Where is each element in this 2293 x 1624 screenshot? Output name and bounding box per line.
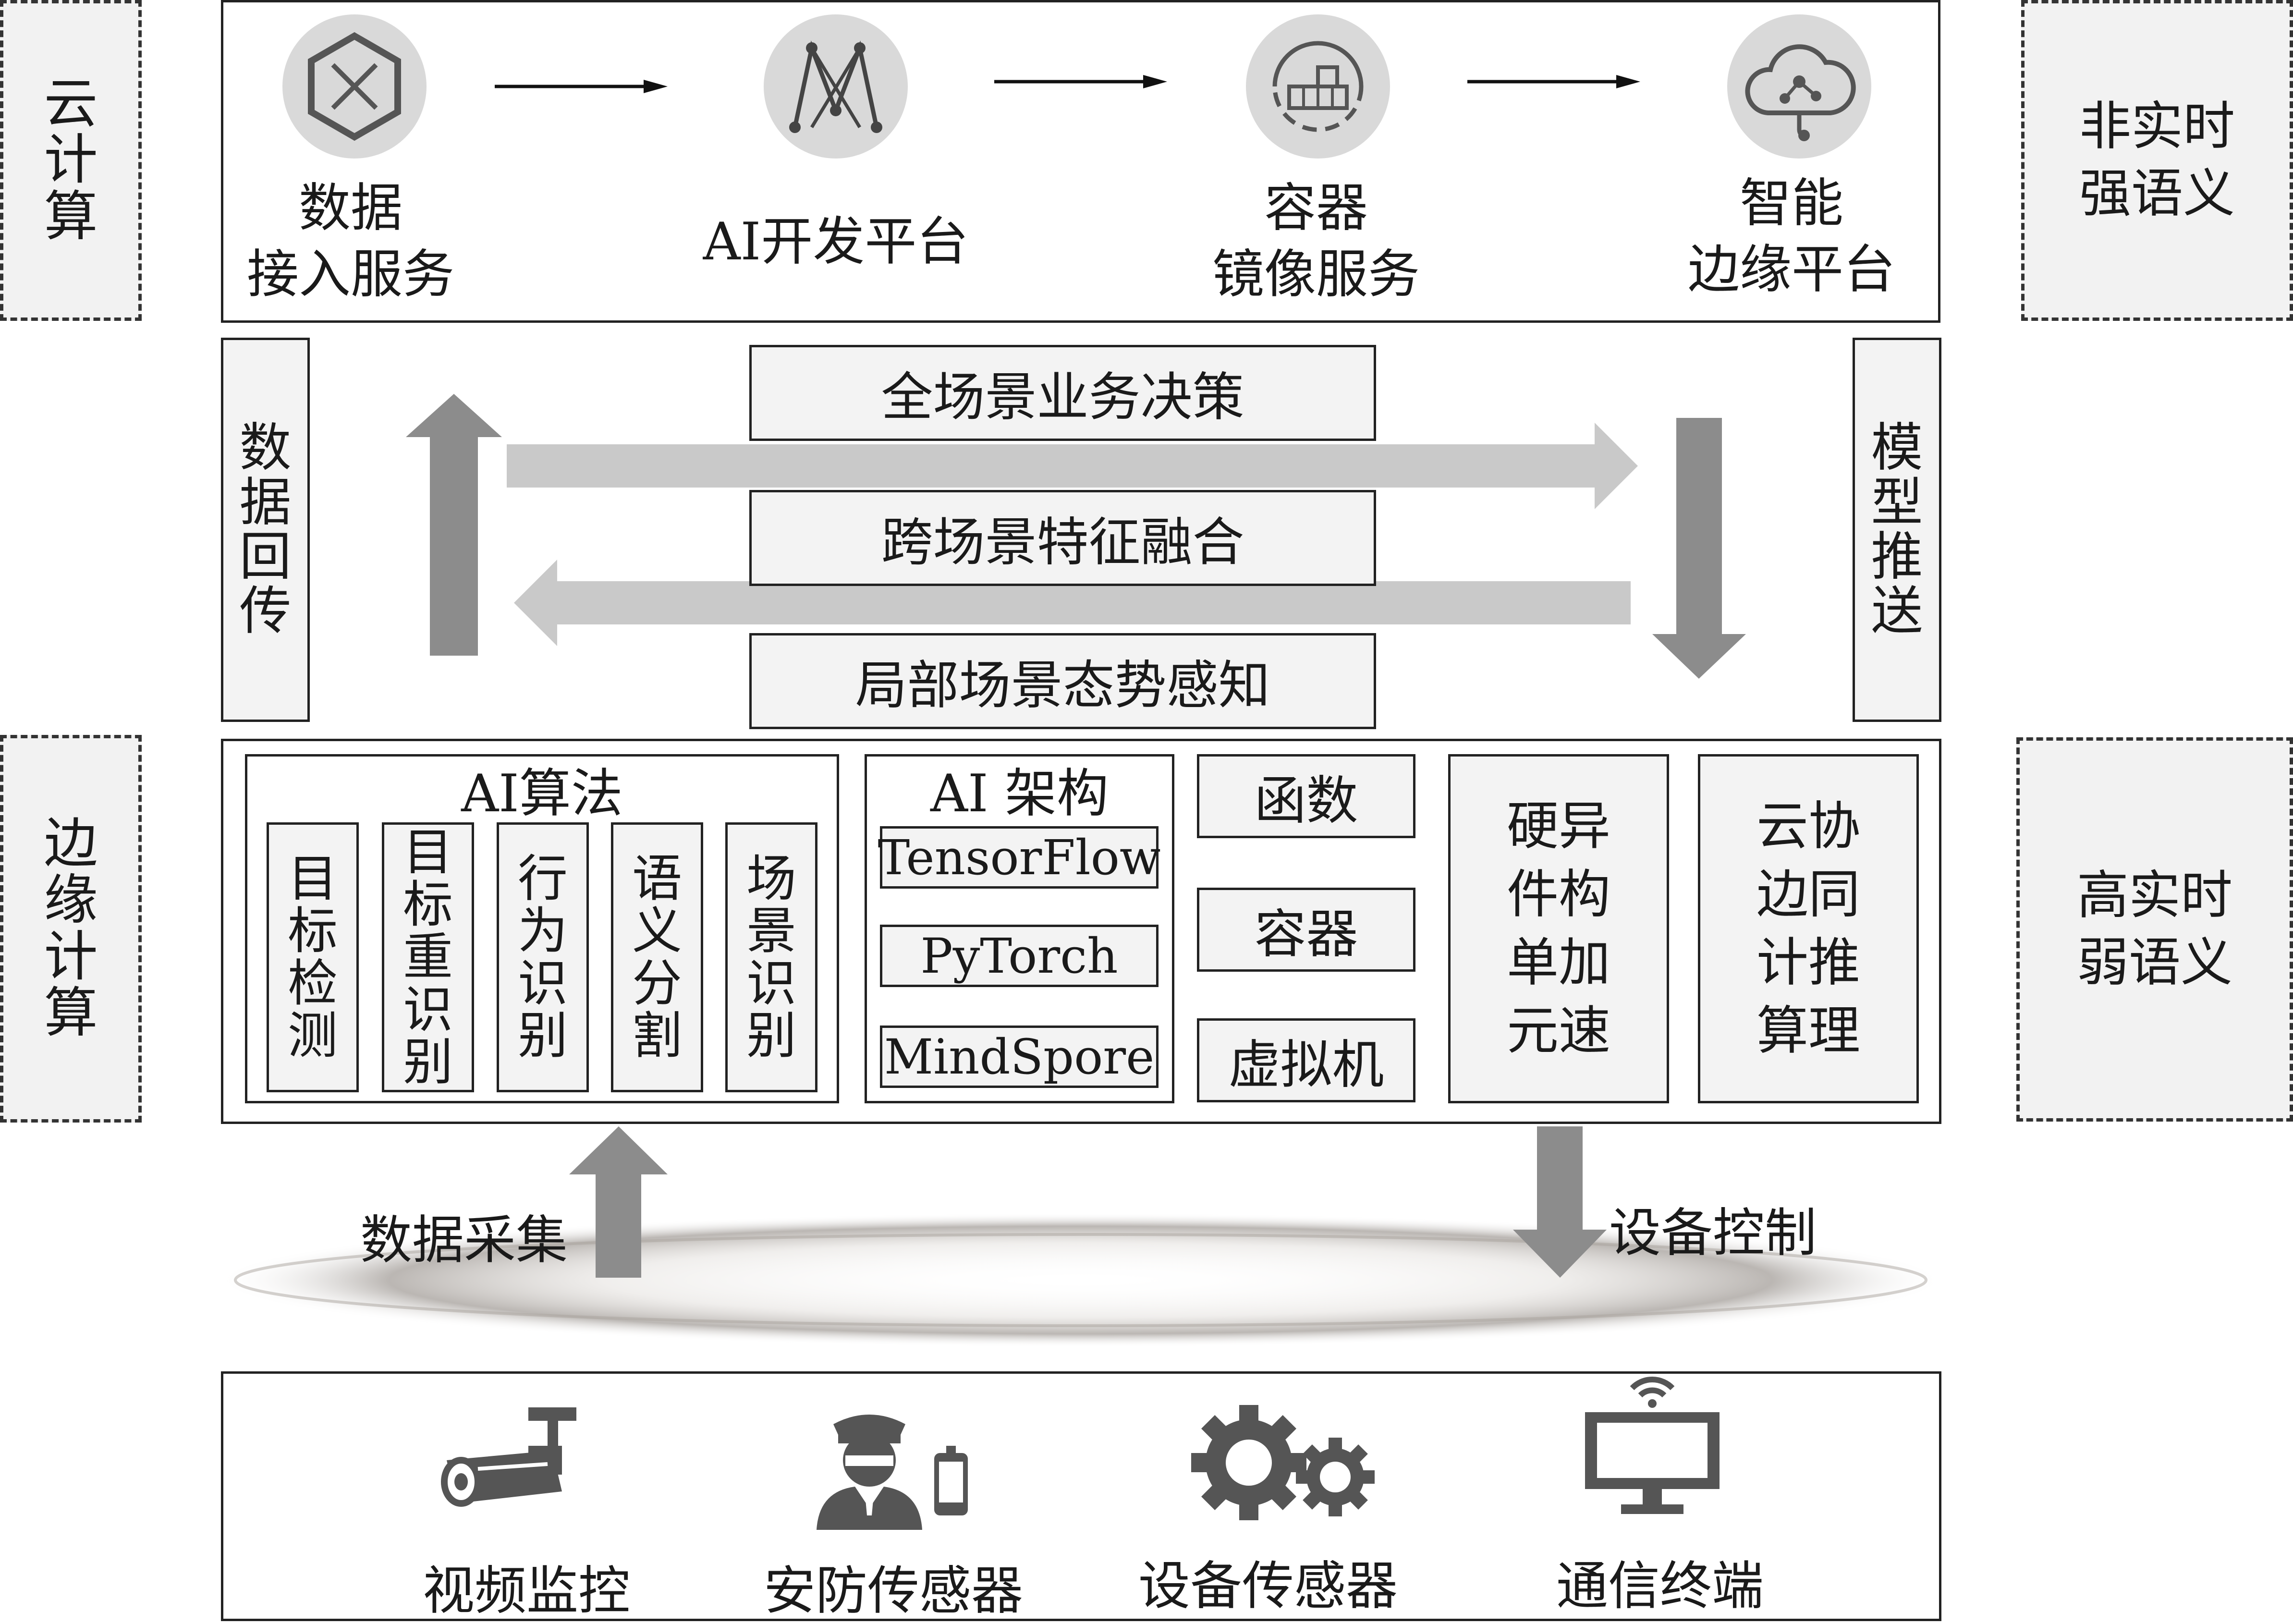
right-bottom-line: 高实时 [2076, 866, 2232, 926]
cloud-computing-label-box: 云 计 算 [0, 0, 142, 321]
data-return-box: 数 据 回 传 [221, 338, 310, 722]
algorithm-item: 场 景 识 别 [725, 822, 817, 1092]
non-realtime-label-box: 非实时 强语义 [2021, 0, 2293, 321]
right-bottom-line: 弱语义 [2076, 933, 2232, 993]
runtime-function-box: 函数 [1197, 754, 1415, 838]
ai-framework-title: AI 架构 [930, 763, 1109, 824]
cloud-label-char: 云 [44, 72, 98, 135]
side-char: 型 [1871, 472, 1923, 533]
cloud-label-char: 算 [44, 185, 98, 248]
framework-mindspore: MindSpore [880, 1026, 1159, 1088]
ai-algorithm-title: AI算法 [461, 763, 623, 824]
data-collection-label: 数据采集 [360, 1210, 568, 1270]
edge-label-char: 算 [44, 982, 98, 1045]
side-char: 数 [239, 418, 292, 478]
side-char: 推 [1871, 527, 1923, 587]
cloud-share-icon [1727, 14, 1871, 159]
algorithm-item: 行 为 识 别 [497, 822, 589, 1092]
algorithm-item: 目 标 检 测 [267, 822, 359, 1092]
framework-tensorflow: TensorFlow [878, 826, 1161, 889]
service-label-ai-platform: AI开发平台 [703, 212, 969, 272]
situation-awareness-box: 局部场景态势感知 [749, 633, 1376, 729]
edge-label-char: 边 [44, 812, 98, 875]
service-label-data-access: 数据 接入服务 [246, 178, 454, 305]
ai-network-icon [764, 14, 908, 159]
side-char: 模 [1871, 418, 1923, 478]
model-push-box: 模 型 推 送 [1853, 338, 1941, 722]
runtime-vm-box: 虚拟机 [1197, 1018, 1415, 1102]
side-char: 传 [239, 581, 292, 642]
service-label-edge-platform: 智能 边缘平台 [1687, 173, 1895, 300]
data-access-icon [282, 14, 427, 159]
edge-computing-label-box: 边 缘 计 算 [0, 735, 142, 1123]
container-image-icon [1246, 14, 1390, 159]
device-label-terminal: 通信终端 [1556, 1556, 1764, 1616]
side-char: 据 [239, 472, 292, 533]
right-top-line: 非实时 [2079, 97, 2235, 157]
algorithm-item: 语 义 分 割 [611, 822, 703, 1092]
algorithm-item: 目 标 重 识 别 [382, 822, 474, 1092]
side-char: 送 [1871, 581, 1923, 642]
realtime-label-box: 高实时 弱语义 [2016, 737, 2293, 1122]
edge-label-char: 计 [44, 925, 98, 988]
edge-label-char: 缘 [44, 868, 98, 931]
security-guard-icon [817, 1415, 968, 1530]
monitor-wifi-icon [1585, 1377, 1720, 1514]
gears-icon [1191, 1405, 1375, 1520]
service-label-container: 容器 镜像服务 [1212, 178, 1420, 305]
framework-pytorch: PyTorch [880, 925, 1159, 987]
side-char: 回 [239, 527, 292, 587]
feature-fusion-box: 跨场景特征融合 [749, 490, 1376, 586]
cloud-edge-inference-box: 云协 边同 计推 算理 [1698, 754, 1919, 1103]
surveillance-camera-icon [441, 1407, 576, 1507]
runtime-container-box: 容器 [1197, 888, 1415, 972]
device-label-security: 安防传感器 [764, 1561, 1024, 1621]
device-label-equipment: 设备传感器 [1138, 1556, 1398, 1616]
decision-box: 全场景业务决策 [749, 345, 1376, 441]
heterogeneous-hardware-box: 硬异 件构 单加 元速 [1448, 754, 1669, 1103]
device-label-camera: 视频监控 [423, 1561, 631, 1621]
device-control-label: 设备控制 [1609, 1203, 1817, 1263]
cloud-services-panel [221, 0, 1940, 323]
cloud-label-char: 计 [44, 129, 98, 192]
right-top-line: 强语义 [2079, 164, 2235, 224]
